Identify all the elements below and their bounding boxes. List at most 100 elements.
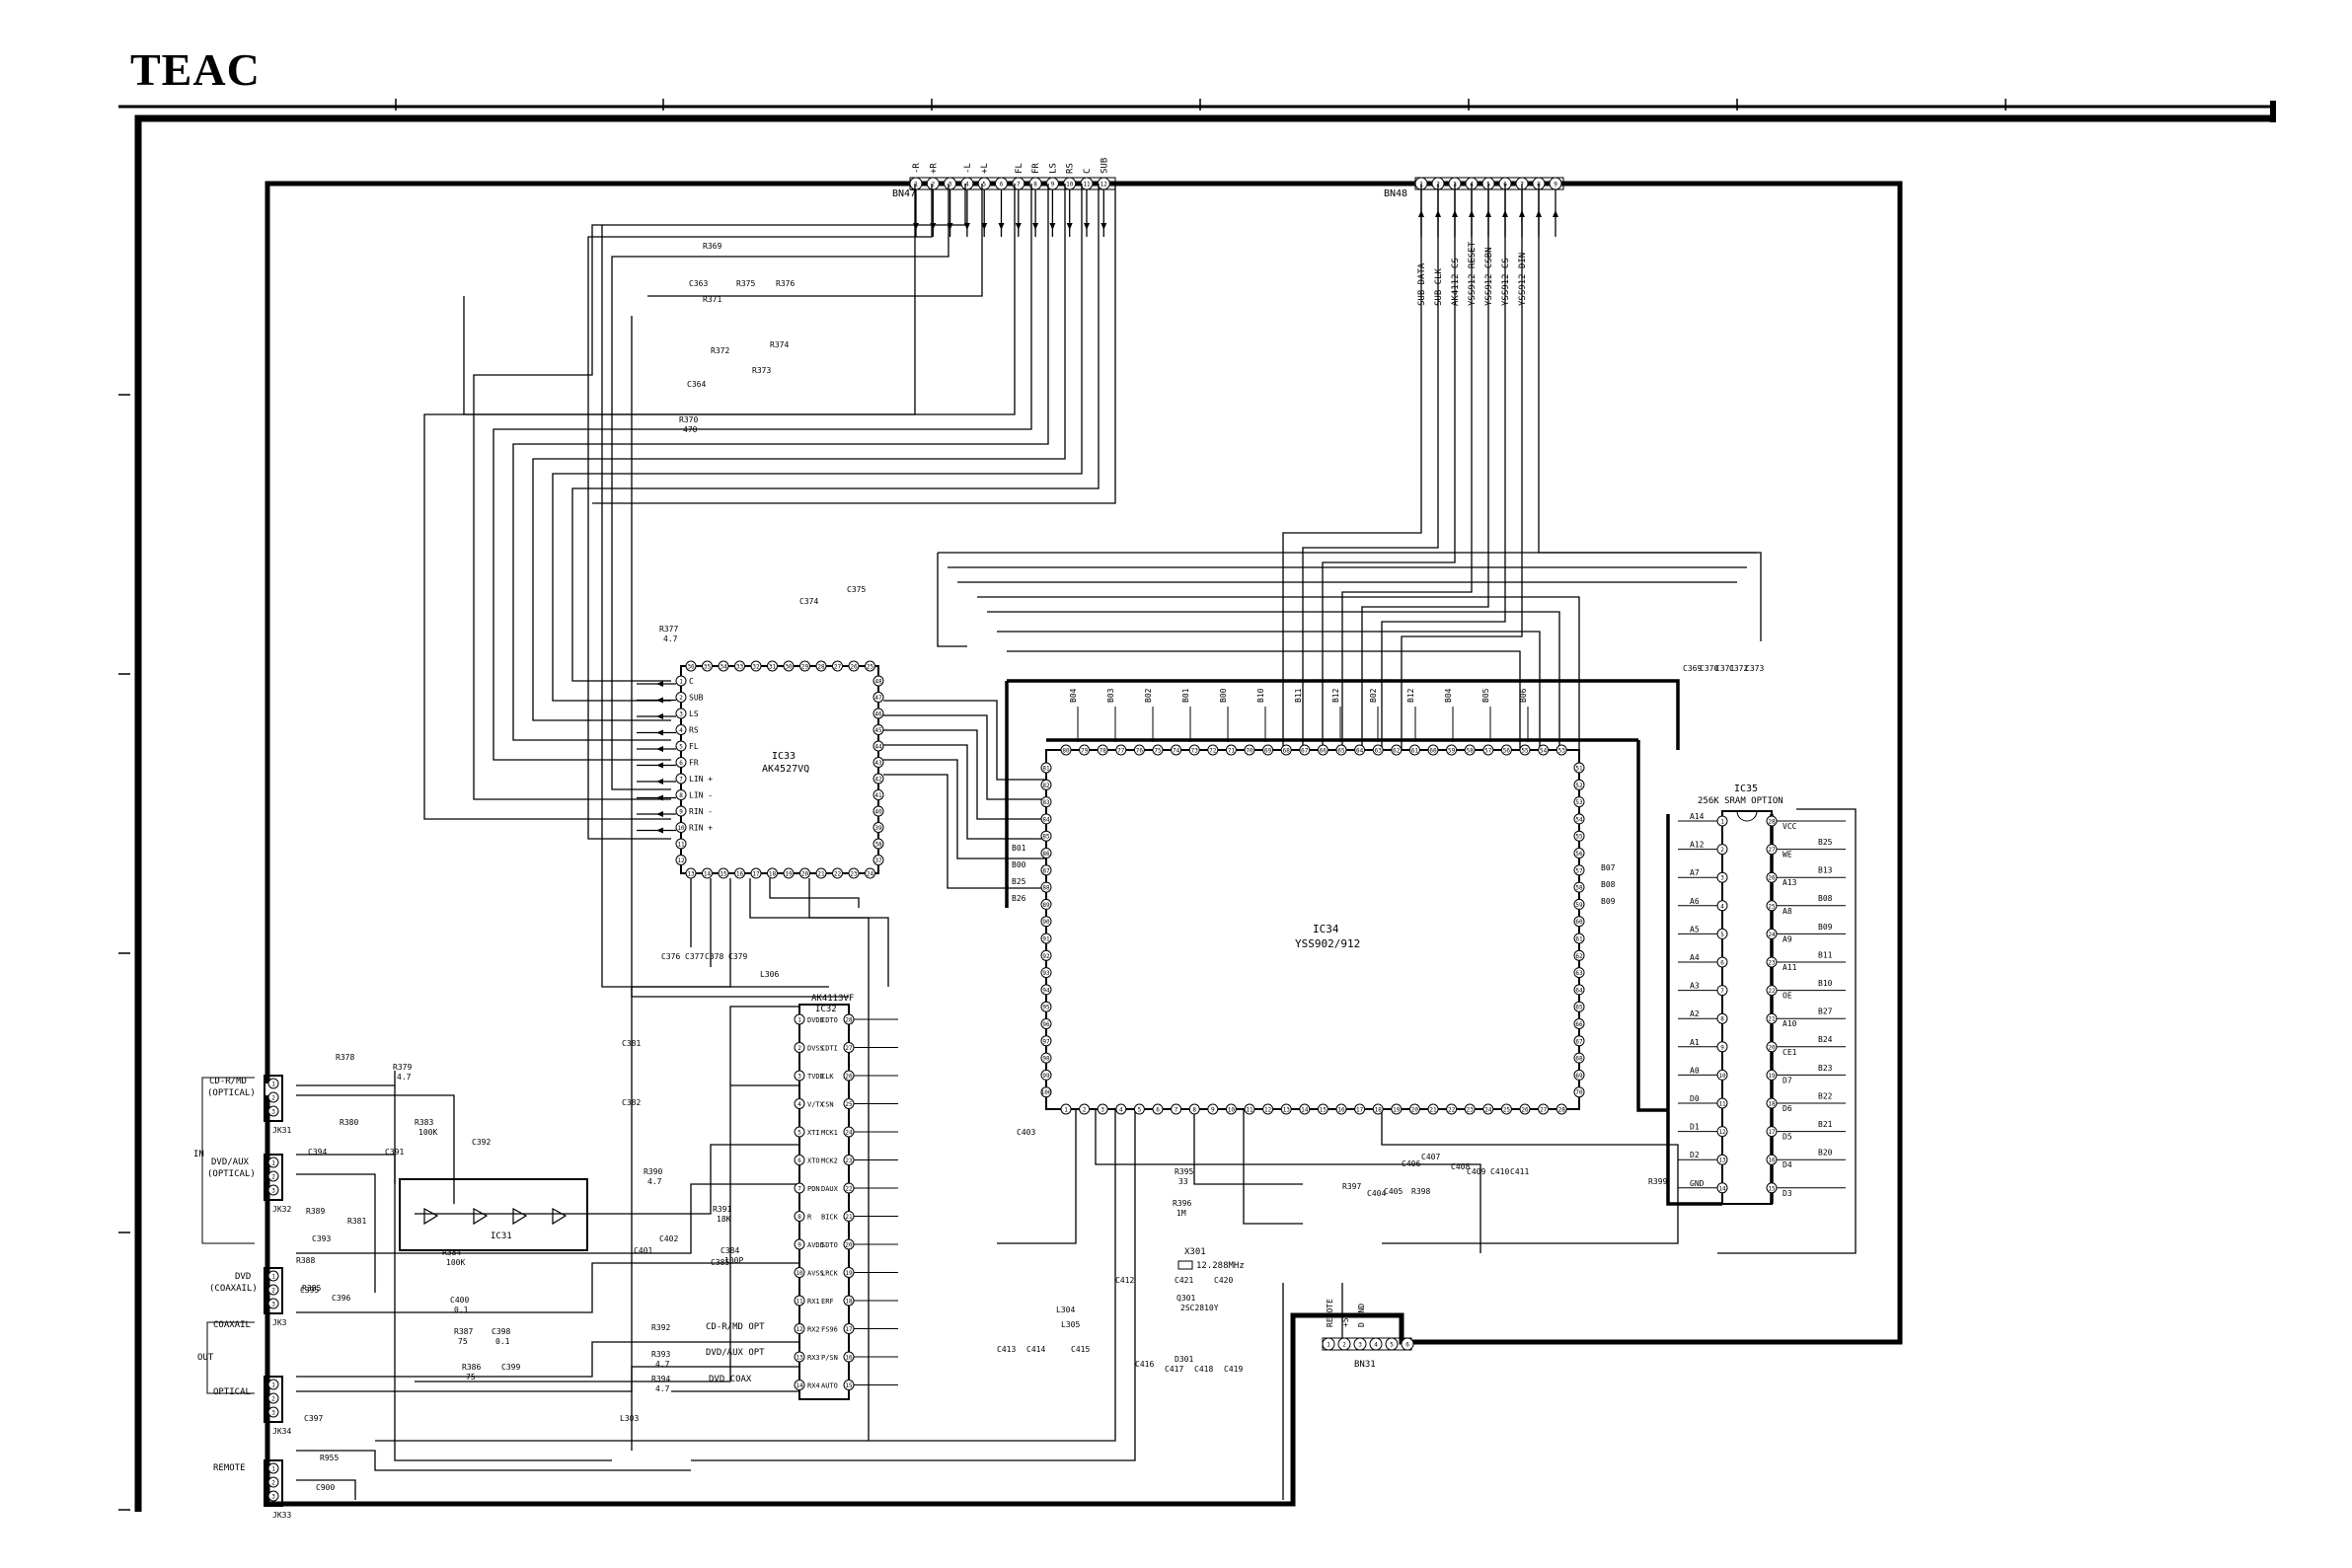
pin-number: 68 [1283,748,1291,755]
pin [1079,744,1091,756]
pin-number: 95 [1042,1005,1050,1011]
component-value: 4.7 [655,1360,670,1369]
pin [1573,1052,1585,1064]
component-ref: C372 [1729,664,1748,673]
pin [1573,1018,1585,1029]
pin-number: 8 [797,1214,801,1221]
pin-number: 4 [1119,1107,1123,1114]
pin-number: 27 [834,664,842,671]
component-ref: R391 [713,1205,731,1214]
pin [1040,1035,1052,1047]
component-ref: C413 [997,1345,1016,1354]
ic33-pin-label: LS [689,709,699,718]
ic32-pin-label: XTI [807,1129,820,1137]
pin [1225,744,1237,756]
pin-number: 3 [271,1188,275,1195]
component-ref: R389 [306,1207,325,1216]
pin [794,1098,805,1109]
pin-number: 28 [845,1017,853,1024]
pin [1097,744,1108,756]
pin-number: 38 [874,842,882,849]
pin [1317,1103,1328,1115]
pin [675,740,687,752]
pin-number: 78 [1100,748,1107,755]
bn31-label: BN31 [1354,1360,1376,1370]
component-ref: C417 [1165,1365,1183,1374]
crystal-ref: X301 [1184,1247,1206,1257]
pin [267,1078,279,1089]
pin [815,660,827,672]
pin [1573,779,1585,790]
pin [1573,864,1585,876]
pin [815,867,827,879]
pin [1040,967,1052,979]
component-value: 4.7 [663,635,678,643]
pin [873,855,884,865]
pin-number: 66 [1320,748,1328,755]
ic32-pin-label: CDTO [821,1016,838,1024]
label-dvd-aux-opt: DVD/AUX OPT [706,1348,765,1358]
pin-number: 20 [1411,1107,1419,1114]
pin-number: 23 [1768,960,1776,967]
pin-number: 83 [1042,799,1050,806]
ic32-pin-label: AVSS [807,1270,824,1278]
pin [873,838,884,850]
pin-label: YSS912 DIN [1518,253,1528,306]
pin [1299,744,1311,756]
bus-label: B20 [1818,1149,1833,1157]
pin [1401,1337,1414,1351]
bus-label: B11 [1294,688,1303,703]
ic32-pin-label: DVDD [807,1016,824,1024]
pin-label: FL [1015,163,1024,174]
pin-number: 13 [1718,1157,1726,1164]
jack-ref: JK3 [272,1318,287,1327]
pin [675,692,687,703]
jack-label: OUT [197,1353,214,1363]
pin [794,1155,805,1165]
pin [267,1379,279,1390]
ic31-ref: IC31 [491,1232,512,1241]
component-ref: C405 [1384,1187,1403,1196]
bus-label: B04 [1444,688,1453,703]
pin-number: 3 [1100,1107,1104,1114]
pin-number: 3 [271,1302,275,1308]
pin [702,867,713,879]
pin [1115,744,1127,756]
jack-label: CD-R/MD [209,1077,247,1086]
component-ref: C400 [450,1296,469,1305]
pin [1299,1103,1311,1115]
ic33-pin-label: FL [689,742,699,751]
pin [1040,864,1052,876]
pin [783,660,795,672]
pin-number: 15 [845,1382,853,1389]
pin-number: 24 [1768,932,1776,938]
pin [1573,830,1585,842]
pin [1573,1001,1585,1012]
component-ref: R377 [659,625,678,634]
pin-number: 5 [1720,932,1724,938]
pin-number: 17 [1768,1129,1776,1136]
ic32-pin-label: MCK1 [821,1129,838,1137]
pin-number: 61 [1575,936,1583,943]
pin-number: 41 [874,792,882,799]
ic32-pin-label: AVDD [807,1241,824,1249]
jack-ref: JK31 [272,1126,291,1135]
pin [783,867,795,879]
pin-number: 96 [1042,1021,1050,1028]
pin [794,1042,805,1053]
pin-number: 10 [1718,1073,1726,1080]
pin [799,660,810,672]
pin-number: 73 [1191,748,1199,755]
pin-number: 4 [965,182,969,188]
jack [264,1376,283,1423]
pin [1573,933,1585,944]
pin-number: 58 [1467,748,1475,755]
pin-number: 8 [679,792,683,799]
bus-label: B08 [1818,894,1833,903]
ic35-pin-label: CE1 [1783,1048,1797,1057]
component-ref: C373 [1745,664,1764,673]
jack-label: IN [193,1150,204,1159]
ic32-pin-label: CLK [821,1073,834,1081]
pin [675,838,687,850]
ic31-chip: IC31 [399,1178,588,1251]
